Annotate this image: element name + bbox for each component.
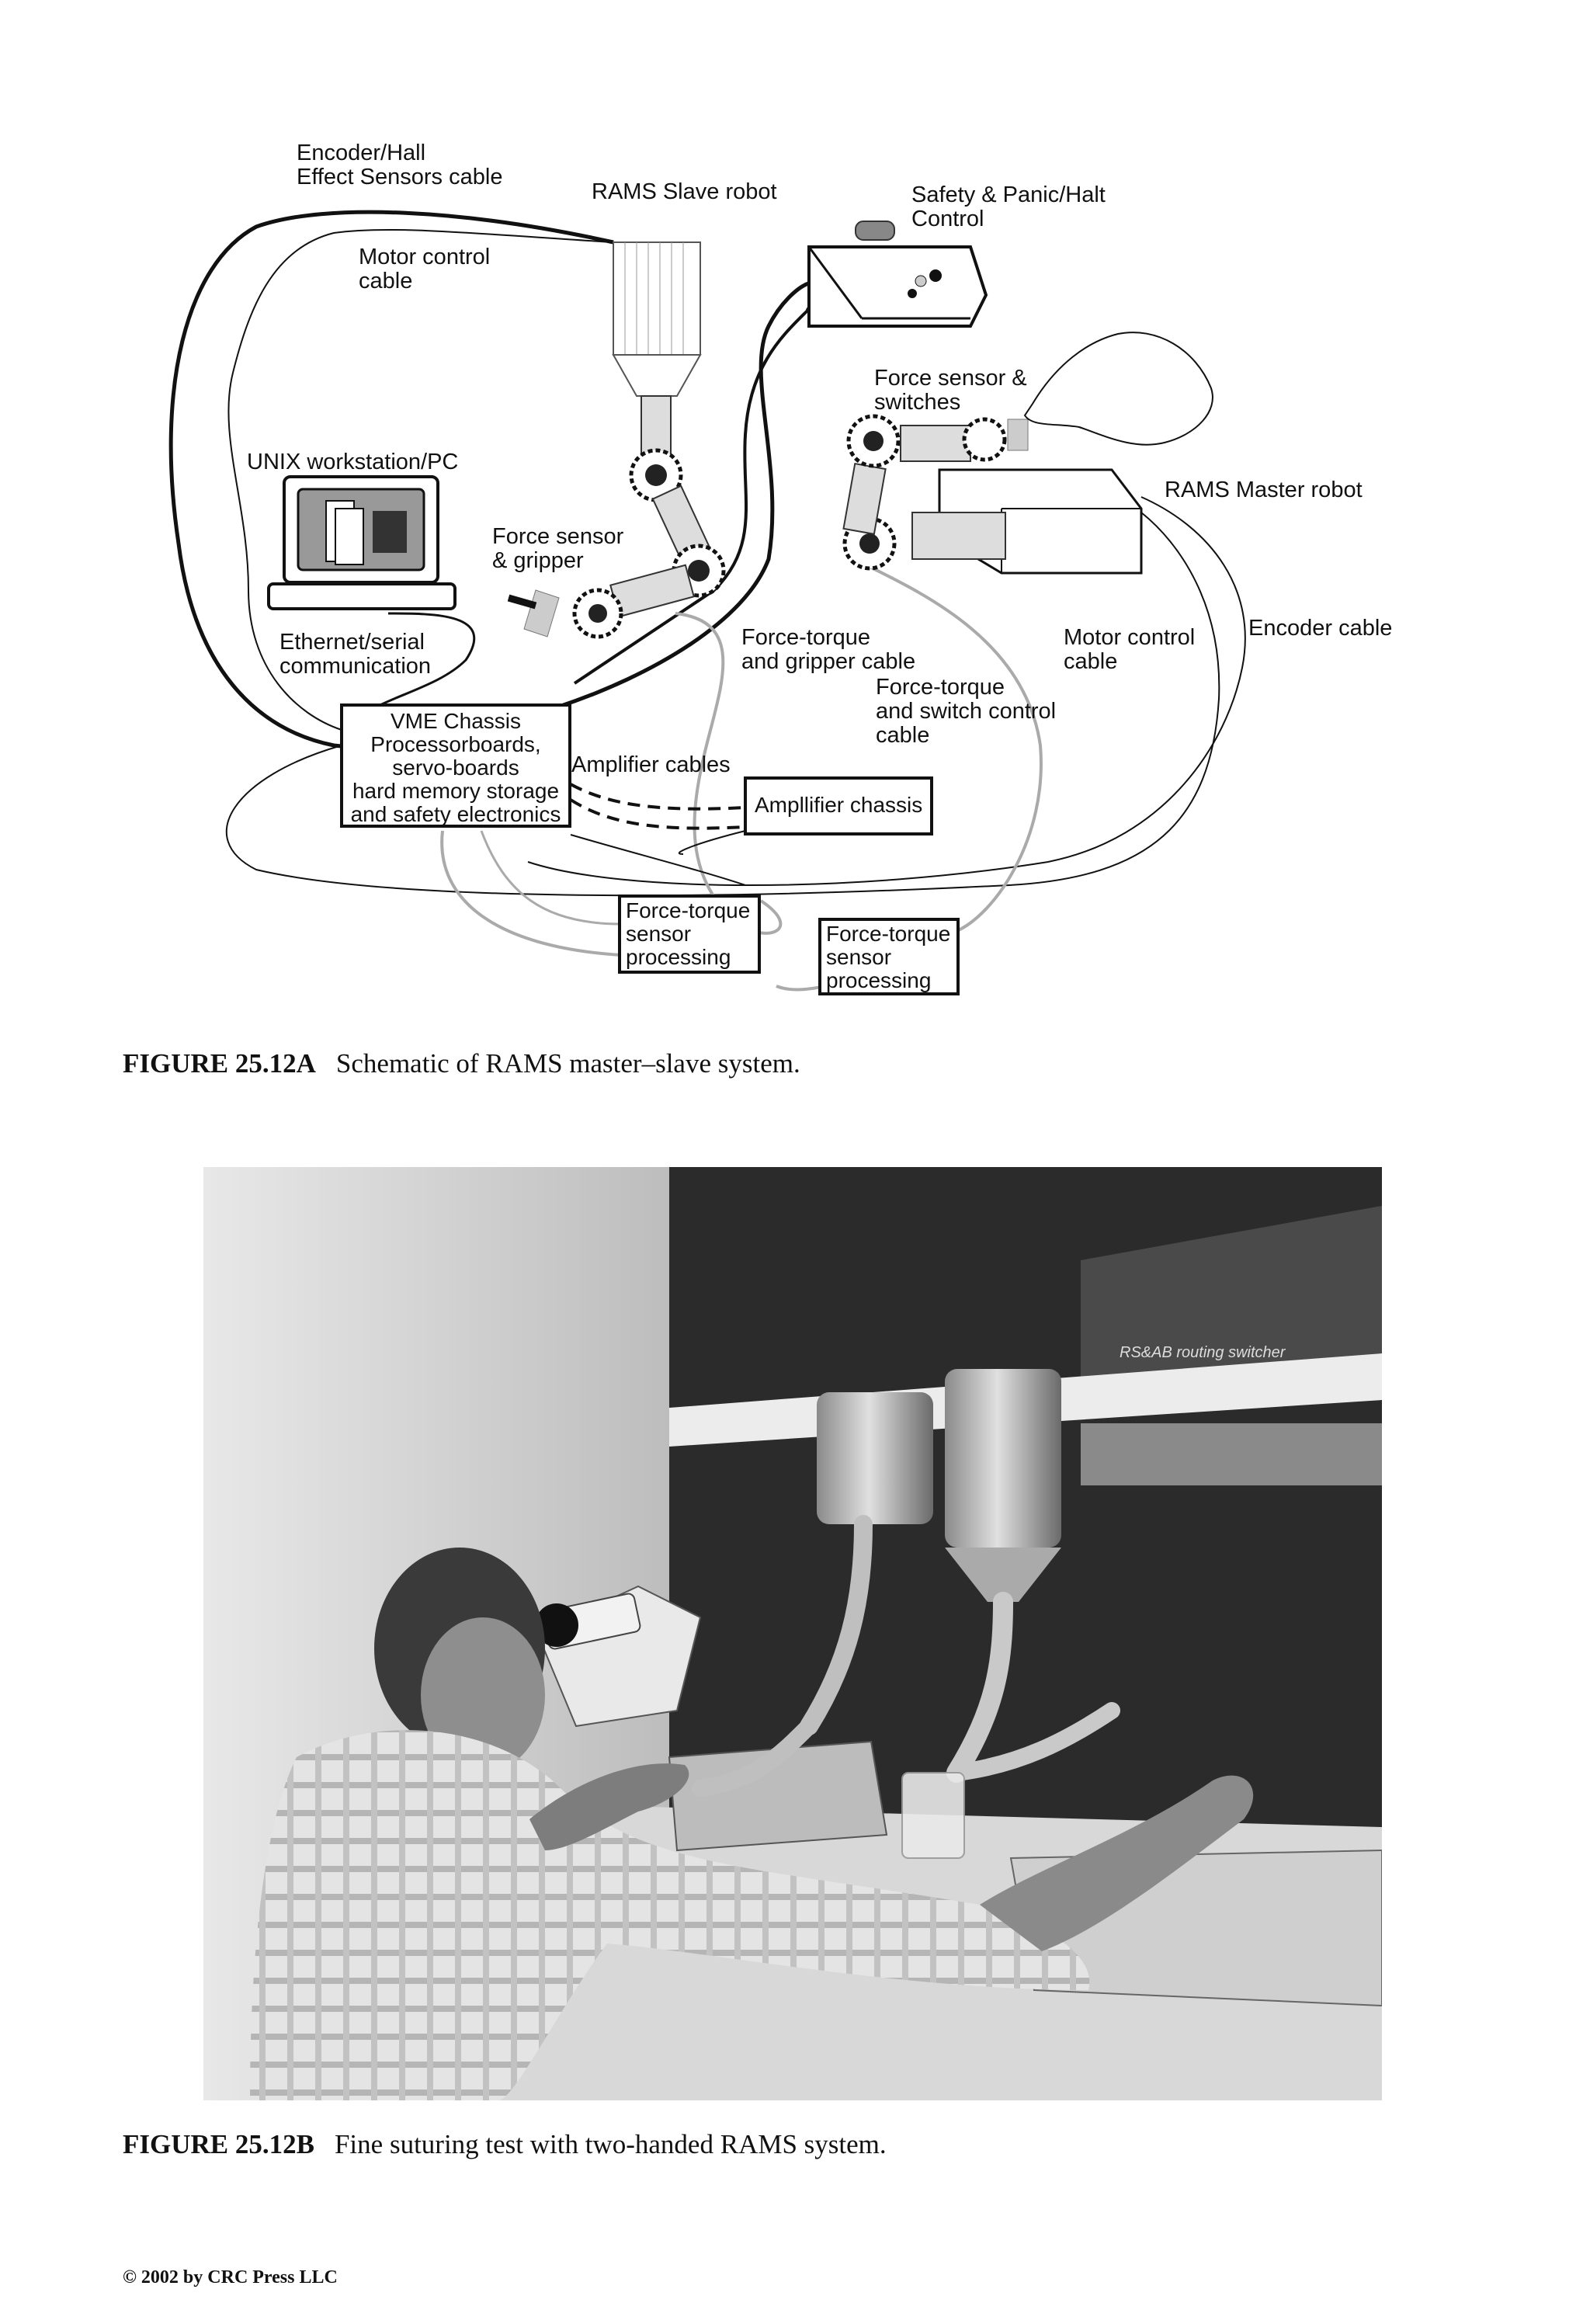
encoder-cable — [527, 496, 1246, 886]
figure-b-caption: FIGURE 25.12B Fine suturing test with two… — [123, 2129, 887, 2160]
figure-a-caption: FIGURE 25.12A Schematic of RAMS master–sl… — [123, 1048, 800, 1079]
master-loop-cable — [225, 512, 1220, 897]
label-motor-control-right: Motor control cable — [1064, 625, 1196, 674]
encoder-hall-cable — [168, 210, 820, 749]
figure-a-text: Schematic of RAMS master–slave system. — [335, 1048, 800, 1079]
amplifier-chassis-box: Ampllifier chassis — [744, 776, 933, 835]
label-safety-control: Safety & Panic/Halt Control — [911, 182, 1106, 231]
label-ethernet-serial: Ethernet/serial communication — [279, 630, 432, 679]
slave-robot — [507, 241, 726, 639]
label-force-sensor-gripper: Force sensor & gripper — [492, 524, 624, 573]
amp-to-vme-line — [678, 830, 746, 855]
schematic-diagram: Encoder/Hall Effect Sensors cable RAMS S… — [0, 0, 1590, 1033]
label-force-torque-gripper-cable: Force-torque and gripper cable — [741, 625, 916, 674]
photo-illustration: RS&AB routing switcher — [203, 1167, 1382, 2100]
routing-switcher-label: RS&AB routing switcher — [1120, 1344, 1286, 1361]
safety-control-box — [807, 221, 988, 328]
unix-workstation — [267, 475, 457, 610]
label-motor-control-left: Motor control cable — [359, 245, 491, 294]
copyright-footer: © 2002 by CRC Press LLC — [123, 2267, 338, 2288]
ft-processing-box-1: Force-torque sensor processing — [618, 895, 761, 974]
figure-b-text: Fine suturing test with two-handed RAMS … — [334, 2129, 887, 2159]
figure-a-number: FIGURE 25.12A — [123, 1048, 316, 1079]
label-master-robot: RAMS Master robot — [1165, 478, 1363, 502]
label-encoder-cable: Encoder cable — [1248, 616, 1393, 641]
ethernet-cable — [356, 612, 476, 723]
label-slave-robot: RAMS Slave robot — [592, 179, 777, 204]
master-robot — [842, 332, 1213, 575]
ft-processing-box-2: Force-torque sensor processing — [818, 918, 960, 995]
ft-gray-loop-2 — [480, 830, 622, 926]
label-unix-workstation: UNIX workstation/PC — [247, 450, 459, 474]
figure-b-number: FIGURE 25.12B — [123, 2129, 314, 2159]
operator-hand — [1023, 332, 1213, 446]
label-encoder-hall-cable: Encoder/Hall Effect Sensors cable — [297, 141, 503, 189]
vme-chassis-box: VME Chassis Processorboards, servo-board… — [340, 703, 571, 828]
label-amplifier-cables: Amplifier cables — [571, 752, 731, 777]
label-force-sensor-switches: Force sensor & switches — [874, 366, 1027, 415]
force-torque-gripper-cable — [675, 612, 783, 935]
motor-control-cable-left — [227, 228, 614, 731]
schematic-lines — [168, 210, 1246, 992]
safety-cable — [573, 309, 809, 685]
label-force-torque-switch-cable: Force-torque and switch control cable — [876, 675, 1057, 748]
amplifier-cable-dashed-1 — [570, 783, 746, 811]
amplifier-cable-dashed-2 — [569, 798, 746, 830]
vme-to-ft-line — [570, 834, 746, 886]
suturing-photo: RS&AB routing switcher — [203, 1167, 1382, 2100]
